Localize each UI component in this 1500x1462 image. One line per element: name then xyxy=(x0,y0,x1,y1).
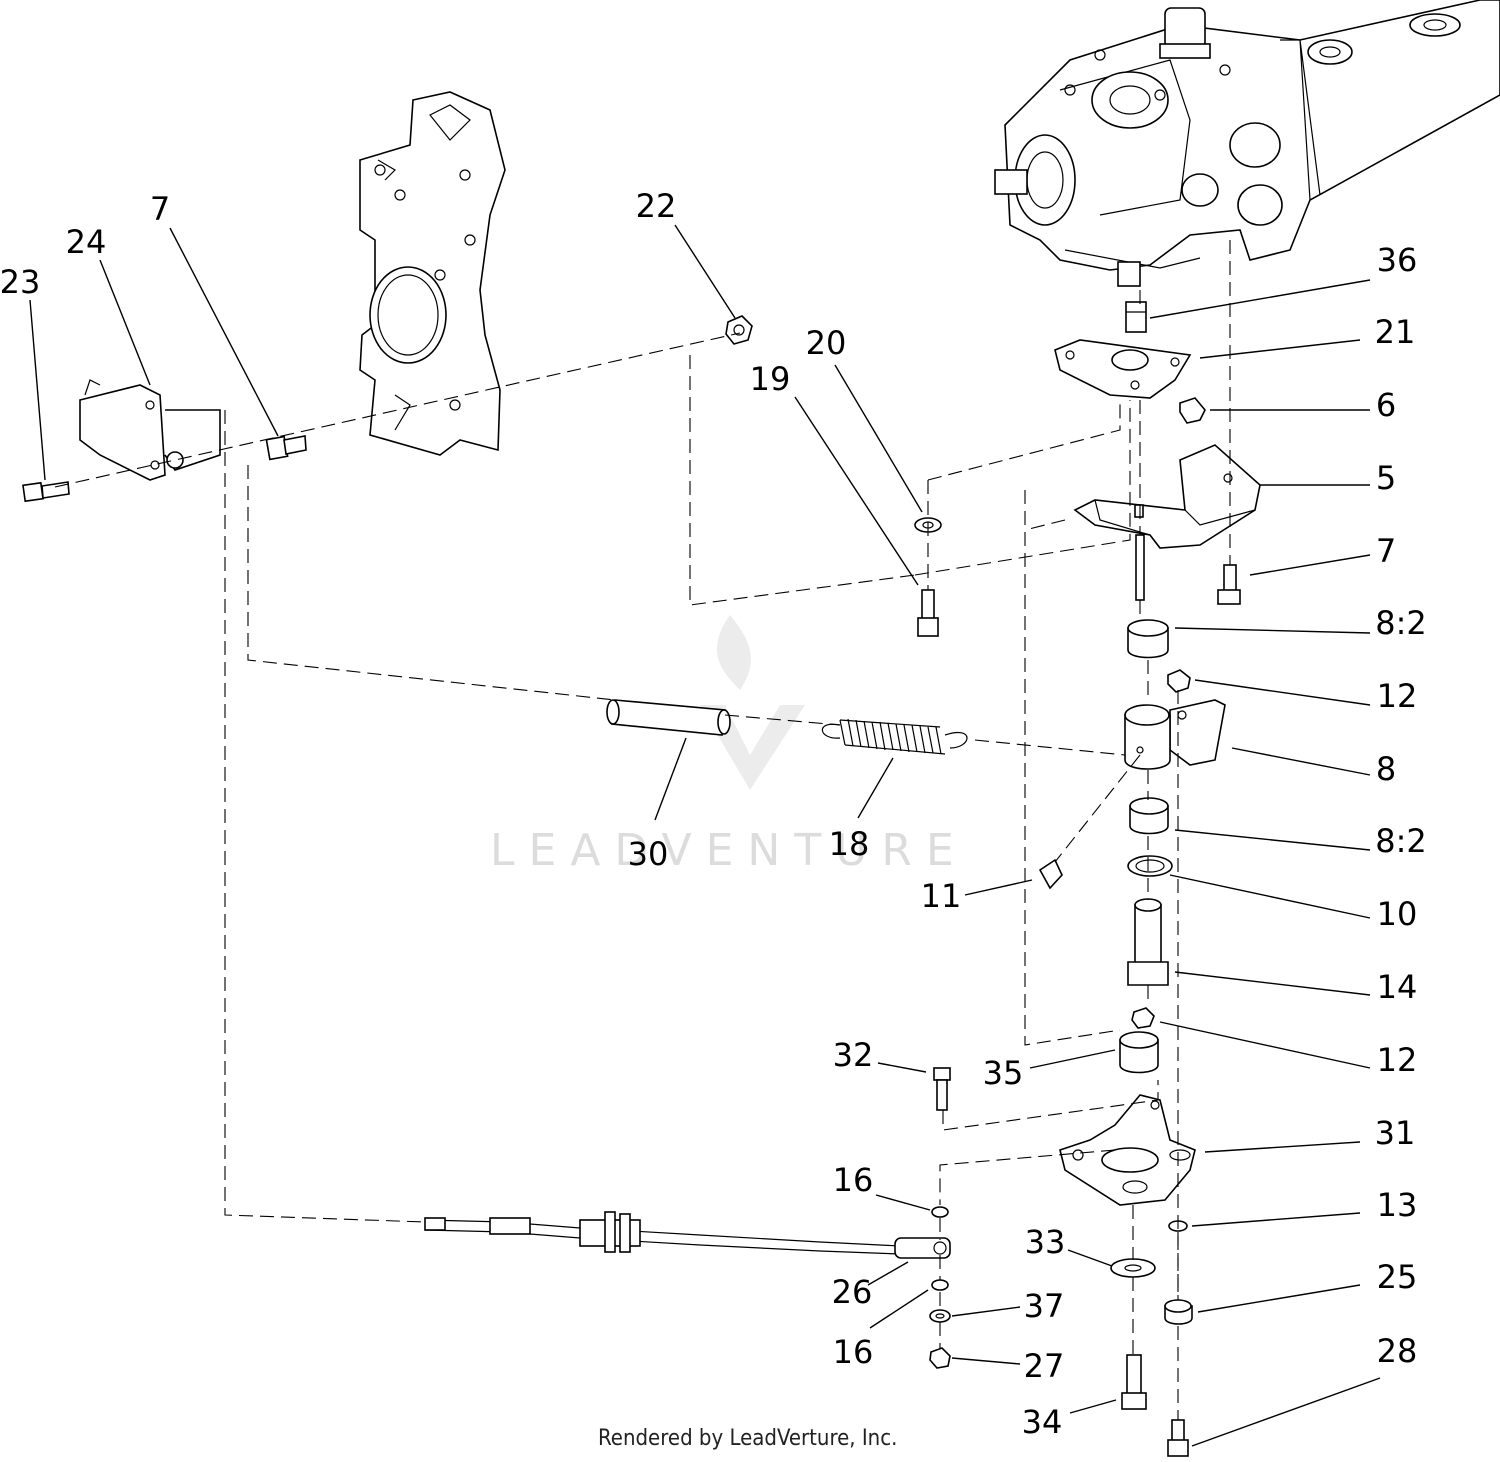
callout-8-2-upper: 8:2 xyxy=(1375,604,1427,642)
assembly-lines xyxy=(54,240,1231,1420)
nut-6 xyxy=(1179,397,1206,424)
callout-20: 20 xyxy=(806,324,847,362)
bolt-34 xyxy=(1121,1354,1147,1410)
nut-22 xyxy=(725,315,753,345)
watermark-text: LEADVENTURE xyxy=(490,825,968,876)
callout-10: 10 xyxy=(1377,895,1418,933)
callout-34: 34 xyxy=(1022,1403,1063,1441)
callout-23: 23 xyxy=(0,263,40,301)
shaft-14 xyxy=(1127,898,1169,986)
nut-12-upper xyxy=(1167,669,1191,693)
pivot-shaft xyxy=(1135,534,1145,601)
bolt-7-left xyxy=(265,435,307,461)
callout-18: 18 xyxy=(829,825,870,863)
spring-18 xyxy=(821,718,968,755)
callout-11: 11 xyxy=(921,877,962,915)
callouts: 23 24 7 22 20 19 36 21 6 5 7 8:2 12 8 30… xyxy=(0,187,1427,1441)
nut-12-lower xyxy=(1131,1007,1155,1029)
callout-12-lower: 12 xyxy=(1377,1041,1418,1079)
callout-22: 22 xyxy=(636,187,677,225)
hydro-pump-assembly xyxy=(994,0,1500,287)
bolt-19 xyxy=(917,589,939,637)
callout-33: 33 xyxy=(1025,1223,1066,1261)
grease-fitting-11 xyxy=(1038,858,1063,890)
bolt-32 xyxy=(933,1067,951,1111)
callout-12-upper: 12 xyxy=(1377,677,1418,715)
plate-31 xyxy=(1059,1094,1196,1206)
callout-30: 30 xyxy=(628,835,669,873)
control-arm-8 xyxy=(1124,699,1226,770)
callout-27: 27 xyxy=(1024,1347,1065,1385)
nut-36 xyxy=(1125,301,1147,333)
bracket-5 xyxy=(1073,444,1261,549)
leader-lines xyxy=(29,224,1381,1447)
bracket-24 xyxy=(79,379,221,481)
nut-27 xyxy=(929,1347,951,1369)
callout-16-lower: 16 xyxy=(833,1333,874,1371)
bushing-8-2-lower xyxy=(1129,797,1169,835)
bolt-28 xyxy=(1167,1419,1189,1457)
control-cable-26 xyxy=(424,1211,951,1259)
callout-13: 13 xyxy=(1377,1186,1418,1224)
callout-6: 6 xyxy=(1376,386,1396,424)
callout-32: 32 xyxy=(833,1036,874,1074)
washer-16-upper xyxy=(931,1206,949,1218)
tube-30 xyxy=(606,699,731,736)
spacer-25 xyxy=(1164,1299,1193,1325)
callout-19: 19 xyxy=(750,360,791,398)
callout-25: 25 xyxy=(1377,1258,1418,1296)
callout-24: 24 xyxy=(66,223,107,261)
mounting-plate xyxy=(359,91,506,456)
bushing-8-2-upper xyxy=(1127,619,1169,659)
callout-8: 8 xyxy=(1376,750,1396,788)
spacer-35 xyxy=(1119,1031,1159,1074)
callout-5: 5 xyxy=(1376,459,1396,497)
washer-16-lower xyxy=(931,1279,949,1291)
render-credit: Rendered by LeadVerture, Inc. xyxy=(598,1426,897,1451)
washer-33 xyxy=(1110,1258,1156,1278)
washer-10 xyxy=(1127,855,1173,877)
plate-21 xyxy=(1054,339,1192,399)
callout-35: 35 xyxy=(983,1054,1024,1092)
callout-7-right: 7 xyxy=(1376,532,1396,570)
callout-26: 26 xyxy=(832,1273,873,1311)
watermark: LEADVENTURE xyxy=(490,615,968,876)
callout-16-upper: 16 xyxy=(833,1161,874,1199)
washer-37 xyxy=(929,1309,951,1323)
callout-21: 21 xyxy=(1375,313,1416,351)
bolt-23 xyxy=(22,481,70,503)
callout-28: 28 xyxy=(1377,1332,1418,1370)
callout-31: 31 xyxy=(1375,1114,1416,1152)
callout-7-left: 7 xyxy=(150,190,170,228)
callout-36: 36 xyxy=(1377,241,1418,279)
bolt-7-right xyxy=(1217,564,1241,605)
callout-8-2-lower: 8:2 xyxy=(1375,822,1427,860)
callout-14: 14 xyxy=(1377,968,1418,1006)
callout-37: 37 xyxy=(1024,1287,1065,1325)
